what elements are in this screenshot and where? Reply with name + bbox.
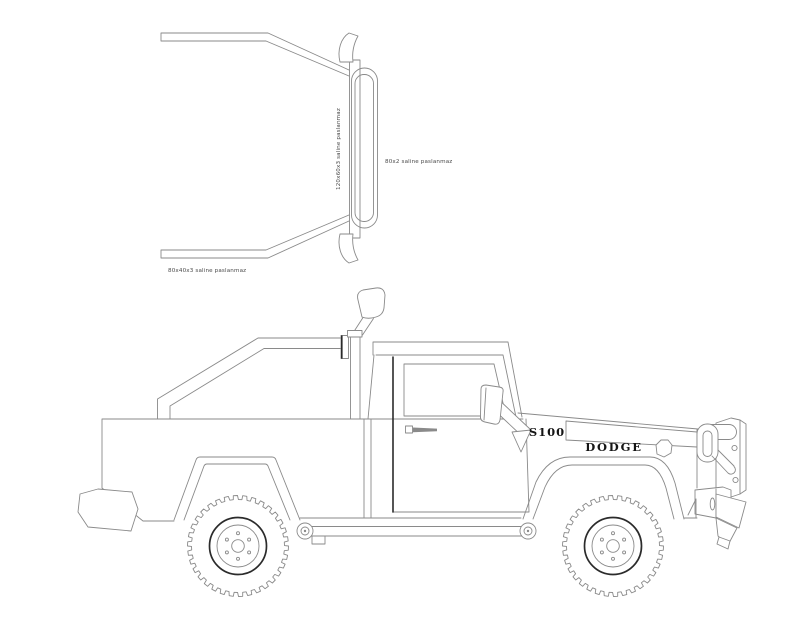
body-outline: [101, 418, 698, 522]
label-side-rail: 80x40x3 saline paslanmaz: [168, 268, 246, 274]
rear-hub: [231, 539, 245, 553]
plate-hole-lower: [732, 476, 739, 484]
label-cross-tube: 80x2 saline paslanmaz: [385, 159, 452, 165]
bullbar-hook-slot: [702, 430, 713, 457]
rear-rim-inner: [216, 524, 260, 568]
cab-outline: [367, 341, 523, 420]
front-lug-nuts: [599, 531, 627, 561]
hoop-end-bottom: [338, 233, 359, 264]
label-main-hoop: 120x60x3 saline paslanmaz: [336, 108, 342, 190]
mirror-head-inner: [483, 387, 487, 421]
step-cap-front-inner: [523, 526, 533, 536]
bumper-lower-wedge: [715, 493, 747, 529]
truck-side-view: S100 DODGE: [77, 287, 747, 597]
front-hub: [606, 539, 620, 553]
main-hoop-inner: [354, 74, 374, 222]
front-rim-inner: [591, 524, 635, 568]
rear-lug-nuts: [224, 531, 252, 561]
crossbar-plate: [349, 59, 361, 239]
step-tube: [304, 526, 529, 537]
brand-badge-text: DODGE: [585, 440, 643, 454]
snorkel-clamp: [347, 330, 363, 338]
rear-rim-outer: [208, 516, 268, 576]
rollbar-top-view: 120x60x3 saline paslanmaz 80x2 saline pa…: [160, 32, 452, 274]
door-handle-lever: [413, 427, 437, 433]
side-step: [296, 522, 537, 545]
snorkel-head: [357, 287, 386, 319]
step-cap-rear-dot: [303, 529, 307, 533]
hood-lines: [517, 412, 699, 489]
front-wheel-arch: [522, 456, 685, 520]
top-rail-lower: [160, 214, 350, 259]
step-cap-front-dot: [526, 529, 530, 533]
snorkel-tube: [350, 315, 374, 420]
rear-wheel-arch: [173, 456, 301, 521]
rear-mudflap: [77, 488, 139, 532]
step-cap-rear-inner: [300, 526, 310, 536]
model-badge-text: S100: [529, 425, 565, 439]
top-rail-upper: [160, 32, 350, 77]
mirror-head: [480, 384, 504, 425]
mirror-arm-tip: [511, 429, 532, 453]
front-rim-outer: [583, 516, 643, 576]
fender-pod: [655, 439, 673, 458]
plate-hole-upper: [731, 444, 738, 452]
grille-lower-notch: [687, 498, 697, 519]
step-bracket: [311, 535, 326, 545]
main-hoop-outer: [351, 67, 378, 229]
rear-wheel: [187, 495, 289, 597]
door-handle-base: [405, 425, 413, 434]
bullbar-diagonal-tube: [711, 449, 736, 475]
front-wheel: [562, 495, 664, 597]
bumper-foot: [716, 536, 731, 550]
rear-tire-tread: [187, 495, 289, 597]
step-slot: [709, 497, 716, 511]
hoop-end-top: [338, 32, 359, 63]
rollbar-side: [157, 337, 342, 420]
front-bumper: [687, 417, 747, 550]
front-tire-tread: [562, 495, 664, 597]
